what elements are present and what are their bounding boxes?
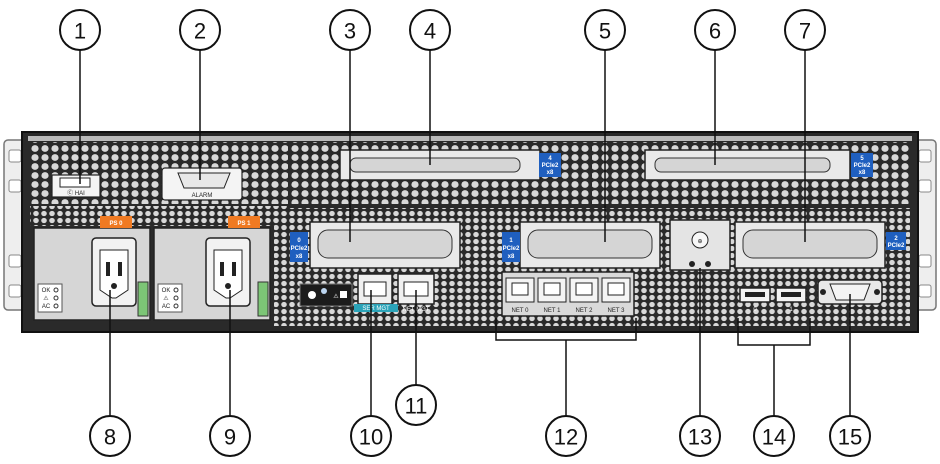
svg-text:OK: OK — [162, 288, 171, 294]
svg-text:PCIe2: PCIe2 — [854, 163, 871, 169]
svg-text:6: 6 — [709, 19, 721, 44]
ground-lug: ⊕ — [670, 220, 730, 270]
psu1-status-leds: OK ⚠ AC — [158, 284, 182, 312]
ser-mgt-port[interactable]: SER MGT — [354, 274, 398, 312]
pcie-slot-2[interactable]: 2 PCIe2 — [735, 222, 906, 268]
svg-text:10: 10 — [359, 425, 383, 450]
callout-7: 7 — [785, 10, 825, 50]
svg-text:x8: x8 — [508, 254, 515, 260]
alarm-port[interactable]: ALARM — [162, 168, 242, 200]
svg-text:2: 2 — [194, 19, 206, 44]
svg-text:x8: x8 — [859, 170, 866, 176]
callout-13: 13 — [680, 416, 720, 456]
callout-4: 4 — [410, 10, 450, 50]
power-supply-1[interactable]: PS 1 OK ⚠ AC — [154, 216, 270, 320]
svg-text:8: 8 — [104, 425, 116, 450]
callout-14: 14 — [754, 416, 794, 456]
callout-2: 2 — [180, 10, 220, 50]
slot4-badge: 4 PCIe2 x8 — [539, 153, 561, 177]
svg-text:14: 14 — [762, 425, 786, 450]
svg-text:OK: OK — [42, 288, 51, 294]
svg-text:11: 11 — [405, 394, 428, 419]
usb-label: Ⓒ HAI — [67, 189, 85, 197]
svg-text:PCIe2: PCIe2 — [291, 246, 308, 252]
callout-3: 3 — [330, 10, 370, 50]
system-status-leds: ⚠ — [300, 284, 352, 306]
svg-text:AC: AC — [162, 304, 171, 310]
callout-10: 10 — [351, 416, 391, 456]
callout-12: 12 — [546, 416, 586, 456]
svg-text:3: 3 — [344, 19, 356, 44]
svg-text:⚠: ⚠ — [163, 295, 169, 302]
svg-text:15: 15 — [838, 425, 862, 450]
network-ports: NET 0 NET 1 NET 2 NET 3 — [502, 272, 634, 316]
svg-text:AC: AC — [42, 304, 51, 310]
callout-11: 11 — [396, 385, 436, 425]
pcie-slot-1[interactable]: 1 PCIe2 x8 — [502, 222, 660, 268]
callout-5: 5 — [585, 10, 625, 50]
svg-text:SER MGT: SER MGT — [362, 306, 390, 312]
svg-text:NET 3: NET 3 — [608, 308, 626, 314]
svg-text:4: 4 — [424, 19, 436, 44]
svg-text:NET 2: NET 2 — [576, 308, 594, 314]
svg-text:5: 5 — [599, 19, 611, 44]
pcie-slot-0[interactable]: 0 PCIe2 x8 — [290, 222, 460, 268]
svg-text:9: 9 — [224, 425, 236, 450]
svg-text:x8: x8 — [547, 170, 554, 176]
svg-text:PCIe2: PCIe2 — [503, 246, 520, 252]
svg-text:⊕: ⊕ — [697, 239, 702, 245]
callout-6: 6 — [695, 10, 735, 50]
slot5-badge: 5 PCIe2 x8 — [851, 153, 873, 177]
svg-text:PS 0: PS 0 — [109, 221, 123, 227]
svg-text:x8: x8 — [296, 254, 303, 260]
svg-text:PCIe2: PCIe2 — [888, 243, 905, 249]
psu0-status-leds: OK ⚠ AC — [38, 284, 62, 312]
svg-text:PS 1: PS 1 — [237, 221, 251, 227]
alarm-label: ALARM — [192, 193, 213, 199]
callout-9: 9 — [210, 416, 250, 456]
svg-text:PCIe2: PCIe2 — [542, 163, 559, 169]
svg-text:1: 1 — [74, 19, 86, 44]
callout-1: 1 — [60, 10, 100, 50]
svg-text:⚠: ⚠ — [333, 293, 339, 300]
svg-text:⚠: ⚠ — [43, 295, 49, 302]
power-supply-0[interactable]: PS 0 OK ⚠ AC — [34, 216, 150, 320]
svg-text:12: 12 — [554, 425, 578, 450]
svg-text:13: 13 — [688, 425, 712, 450]
callout-8: 8 — [90, 416, 130, 456]
usb-port[interactable]: Ⓒ HAI — [52, 175, 100, 197]
callout-15: 15 — [830, 416, 870, 456]
svg-text:7: 7 — [799, 19, 811, 44]
svg-text:NET 0: NET 0 — [512, 308, 530, 314]
svg-text:NET 1: NET 1 — [544, 308, 562, 314]
